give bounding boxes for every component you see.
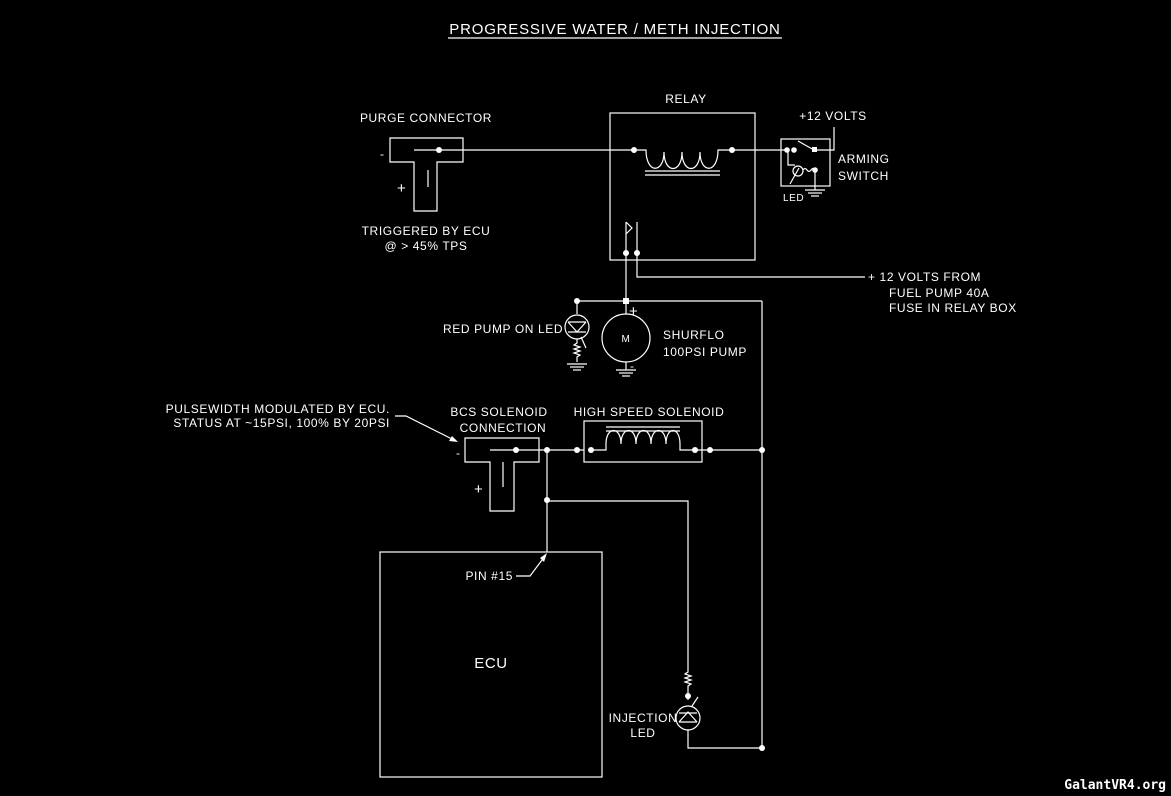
wire-switch-to-12v xyxy=(817,127,835,151)
switch-led-arrow xyxy=(789,167,800,185)
injection-label-line1: INJECTION xyxy=(609,711,678,725)
injection-led: INJECTION LED xyxy=(609,668,765,751)
ecu-label: ECU xyxy=(474,655,507,672)
junction-dot xyxy=(759,447,765,453)
purge-note-line2: @ > 45% TPS xyxy=(385,239,468,253)
diagram-title: PROGRESSIVE WATER / METH INJECTION xyxy=(449,21,780,38)
arming-label-line2: SWITCH xyxy=(838,169,889,183)
junction-dot xyxy=(574,447,580,453)
fuel-supply-line1: + 12 VOLTS FROM xyxy=(868,270,981,284)
ecu-pin-label: PIN #15 xyxy=(465,569,513,583)
led-icon xyxy=(564,314,590,340)
switch-terminal xyxy=(784,147,790,153)
ecu: ECU PIN #15 xyxy=(379,551,603,778)
pump-minus: - xyxy=(630,359,635,373)
purge-plus: + xyxy=(397,180,406,197)
arming-switch: +12 VOLTS ARMING SWITCH LED xyxy=(780,109,890,204)
fuel-pump-supply-note: + 12 VOLTS FROM FUEL PUMP 40A FUSE IN RE… xyxy=(868,270,1017,315)
junction-dot xyxy=(685,693,691,699)
junction-dot xyxy=(436,147,442,153)
relay-box xyxy=(609,112,756,261)
led-emission-arrow xyxy=(691,696,699,707)
fuel-supply-line2: FUEL PUMP 40A xyxy=(889,286,990,300)
pin-arrow-icon xyxy=(540,553,547,562)
motor-symbol: M xyxy=(622,334,631,345)
junction-dot xyxy=(759,745,765,751)
switch-lever-icon xyxy=(797,140,815,151)
pin-leader-line xyxy=(516,555,546,577)
pump-label-line2: 100PSI PUMP xyxy=(663,345,747,359)
arming-supply-label: +12 VOLTS xyxy=(799,109,867,123)
solenoid-box xyxy=(583,420,703,463)
relay-label: RELAY xyxy=(665,92,706,106)
pump-led-label: RED PUMP ON LED xyxy=(443,322,563,336)
bcs-plus: + xyxy=(474,481,483,498)
junction-dot xyxy=(544,497,550,503)
arming-label-line1: ARMING xyxy=(838,152,890,166)
ecu-box xyxy=(379,551,603,778)
solenoid-coil-icon xyxy=(591,429,695,451)
relay: RELAY xyxy=(609,92,756,261)
led-emission-arrow xyxy=(580,336,587,349)
shurflo-pump: M + - SHURFLO 100PSI PUMP xyxy=(601,301,747,377)
switch-led-wire xyxy=(787,150,795,166)
solenoid-label: HIGH SPEED SOLENOID xyxy=(574,405,725,419)
purge-connector: PURGE CONNECTOR - + TRIGGERED BY ECU @ >… xyxy=(360,111,492,253)
fuel-supply-line3: FUSE IN RELAY BOX xyxy=(889,301,1017,315)
junction-dot xyxy=(707,447,713,453)
wire-to-injection-led xyxy=(547,500,689,668)
arming-switch-box xyxy=(780,138,831,187)
led-icon xyxy=(675,705,701,731)
watermark: GalantVR4.org xyxy=(1064,778,1166,793)
resistor-icon xyxy=(683,668,693,700)
bcs-t-symbol xyxy=(464,437,540,512)
wire-injection-led-to-rail xyxy=(687,730,762,749)
bcs-note: PULSEWIDTH MODULATED BY ECU. STATUS AT ~… xyxy=(166,402,458,442)
high-speed-solenoid: HIGH SPEED SOLENOID xyxy=(574,405,725,463)
purge-minus: - xyxy=(380,147,385,161)
bcs-note-line2: STATUS AT ~15PSI, 100% BY 20PSI xyxy=(173,416,390,430)
bcs-label-line1: BCS SOLENOID xyxy=(450,405,547,419)
switch-terminal xyxy=(791,147,797,153)
pump-label-line1: SHURFLO xyxy=(663,328,725,342)
purge-connector-t-symbol xyxy=(389,137,464,212)
pump-plus: + xyxy=(629,303,638,320)
junction-dot xyxy=(513,447,519,453)
led-diode-triangle xyxy=(678,711,698,723)
injection-label-line2: LED xyxy=(630,726,655,740)
purge-note-line1: TRIGGERED BY ECU xyxy=(362,224,491,238)
red-pump-on-led: RED PUMP ON LED xyxy=(443,301,590,371)
relay-coil-icon xyxy=(634,149,732,170)
resistor-icon xyxy=(572,339,582,362)
bcs-note-line1: PULSEWIDTH MODULATED BY ECU. xyxy=(166,402,390,416)
leader-line xyxy=(395,415,457,442)
arming-led-label: LED xyxy=(783,193,804,204)
bcs-minus: - xyxy=(456,446,461,460)
bcs-label-line2: CONNECTION xyxy=(460,421,547,435)
relay-contact-arrow-icon xyxy=(625,221,633,235)
purge-connector-label: PURGE CONNECTOR xyxy=(360,111,492,125)
led-diode-triangle xyxy=(567,321,587,333)
bcs-solenoid-connection: BCS SOLENOID CONNECTION - + xyxy=(450,405,547,512)
wire-relay-to-fuel-supply xyxy=(636,253,865,278)
leader-arrow-icon xyxy=(449,436,458,442)
switch-led-icon xyxy=(792,165,804,177)
switch-terminal xyxy=(812,147,817,152)
